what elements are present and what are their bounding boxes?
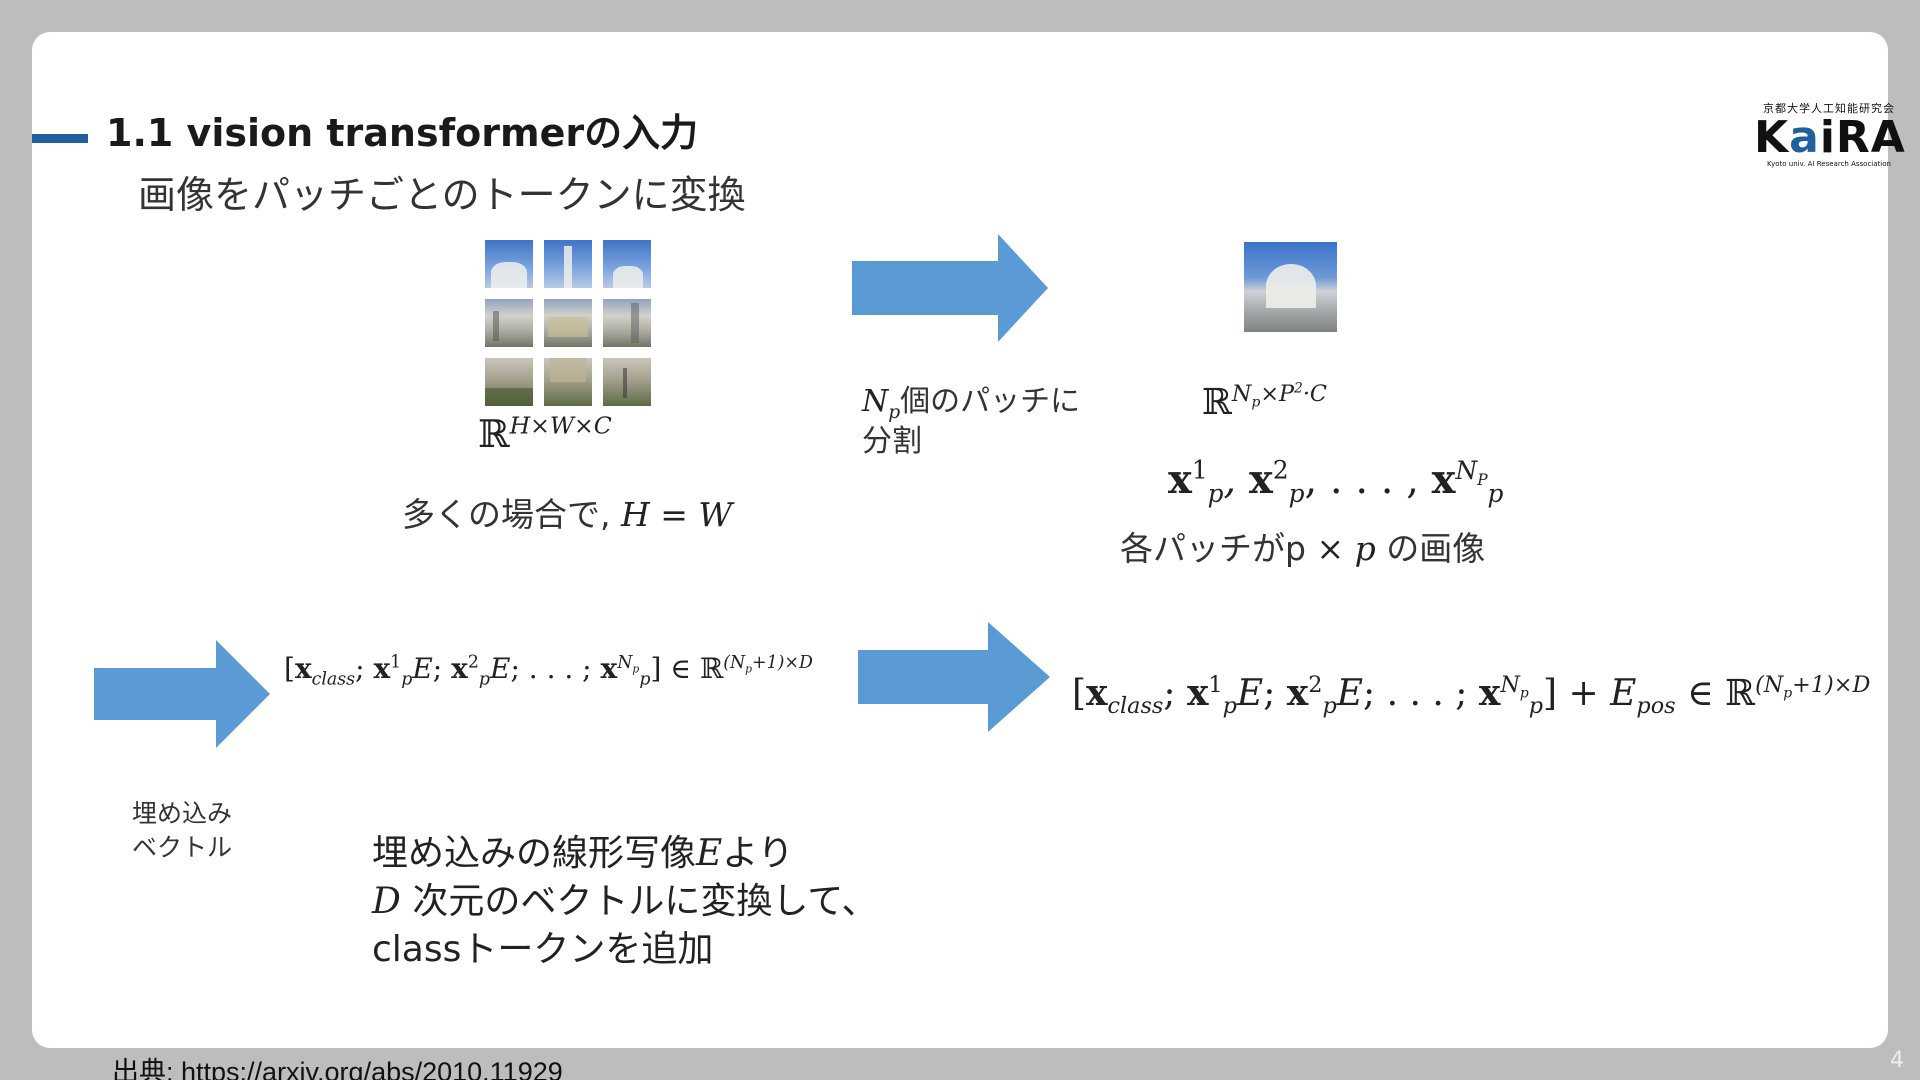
image-space-formula: ℝH×W×C (478, 411, 612, 456)
embedding-label-line2: ベクトル (132, 833, 233, 862)
patch-sequence-formula: x1p, x2p, . . . , xNPp (1168, 455, 1504, 508)
split-label-line2: 分割 (862, 424, 922, 459)
image-patch (544, 358, 592, 406)
case-note: 多くの場合で, H = W (402, 495, 733, 534)
kaira-logo: 京都大学人工知能研究会 KaiRA Kyoto univ. AI Researc… (1754, 100, 1906, 168)
logo-english-text: Kyoto univ. AI Research Association (1767, 160, 1891, 168)
embed-arrow-right (858, 622, 1050, 732)
single-patch-image (1244, 242, 1337, 332)
description-line-1: 埋め込みの線形写像Eより (372, 833, 794, 874)
slide-canvas: 1.1 vision transformerの入力 画像をパッチごとのトークンに… (32, 32, 1905, 1048)
logo-wordmark: KaiRA (1754, 112, 1906, 163)
image-patch (544, 299, 592, 347)
patch-size-note: 各パッチがp × p の画像 (1120, 529, 1486, 568)
embedding-formula: [xclass; x1pE; x2pE; . . . ; xNpp] ∈ ℝ(N… (284, 652, 813, 690)
image-patch (485, 240, 533, 288)
patch-space-formula: ℝNp×P2·C (1202, 380, 1328, 423)
image-patch (485, 299, 533, 347)
split-arrow (852, 234, 1048, 342)
image-patch-grid (485, 240, 651, 406)
image-patch (603, 299, 651, 347)
image-patch (603, 358, 651, 406)
logo-japanese-text: 京都大学人工知能研究会 (1763, 102, 1895, 115)
page-number: 4 (1890, 1048, 1904, 1073)
slide-title: 1.1 vision transformerの入力 (106, 111, 699, 155)
image-patch (603, 240, 651, 288)
position-embedding-formula: [xclass; x1pE; x2pE; . . . ; xNpp] + Epo… (1072, 672, 1871, 720)
slide-subtitle: 画像をパッチごとのトークンに変換 (138, 173, 746, 217)
embed-arrow-left (94, 640, 270, 748)
image-patch (544, 240, 592, 288)
embedding-label: 埋め込み (132, 799, 233, 828)
description-line-2: D 次元のベクトルに変換して、 (372, 881, 878, 922)
description-line-3: classトークンを追加 (372, 929, 714, 970)
source-citation: 出典: https://arxiv.org/abs/2010.11929 (112, 1057, 563, 1080)
title-accent-bar (32, 134, 88, 143)
image-patch (485, 358, 533, 406)
split-label: Np個のパッチに (862, 384, 1081, 423)
